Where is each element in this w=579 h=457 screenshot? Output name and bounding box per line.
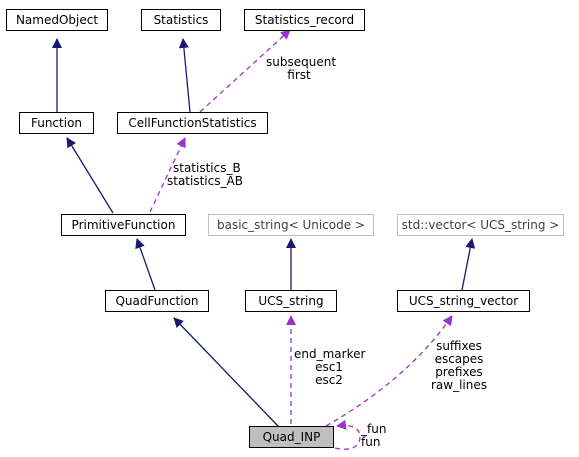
edge-primitivefunction-function [66, 137, 114, 214]
edge-cellfunctionstatistics-statistics [178, 38, 191, 113]
node-primitive-function[interactable]: PrimitiveFunction [61, 214, 186, 236]
label-underscore-fun: _fun [361, 422, 387, 436]
label-subsequent: subsequent [266, 55, 337, 69]
node-named-object[interactable]: NamedObject [6, 9, 108, 31]
edge-ucsstringvector-stdvector [461, 238, 476, 291]
edge-cellfunctionstatistics-statisticsrecord [199, 29, 291, 113]
label-fun: fun [361, 435, 381, 449]
node-quad-function[interactable]: QuadFunction [105, 290, 209, 312]
edge-label-vector: suffixes escapes prefixes raw_lines [428, 340, 490, 392]
edge-label-stats: statistics_B statistics_AB [167, 162, 243, 188]
label-escapes: escapes [434, 352, 484, 366]
node-function[interactable]: Function [19, 112, 94, 134]
label-statistics-ab: statistics_AB [167, 174, 243, 188]
label-first: first [287, 68, 311, 82]
edge-quadinp-self [334, 419, 361, 450]
label-raw-lines: raw_lines [430, 378, 487, 392]
edge-label-self: _fun fun [361, 423, 386, 449]
label-esc1: esc1 [315, 360, 343, 374]
node-cell-function-statistics[interactable]: CellFunctionStatistics [117, 112, 268, 134]
node-statistics-record[interactable]: Statistics_record [244, 9, 365, 31]
edge-quadinp-quadfunction [173, 317, 279, 427]
label-statistics-b: statistics_B [173, 161, 241, 175]
edge-quadfunction-primitivefunction [135, 238, 156, 291]
label-esc2: esc2 [315, 373, 343, 387]
node-basic-string[interactable]: basic_string< Unicode > [208, 214, 374, 236]
node-statistics[interactable]: Statistics [141, 9, 221, 31]
edge-primitivefunction-cellfunctionstatistics [149, 137, 186, 213]
edge-quadinp-ucsstringvector [325, 315, 453, 427]
label-suffixes: suffixes [436, 339, 482, 353]
label-end-marker: end_marker [294, 347, 366, 361]
node-quad-inp[interactable]: Quad_INP [249, 426, 334, 448]
edge-label-record: subsequent first [266, 55, 337, 82]
label-prefixes: prefixes [435, 365, 483, 379]
node-ucs-string-vector[interactable]: UCS_string_vector [397, 290, 530, 312]
node-std-vector[interactable]: std::vector< UCS_string > [397, 214, 564, 236]
edge-label-ucs: end_marker esc1 esc2 [294, 347, 366, 387]
node-ucs-string[interactable]: UCS_string [245, 290, 337, 312]
